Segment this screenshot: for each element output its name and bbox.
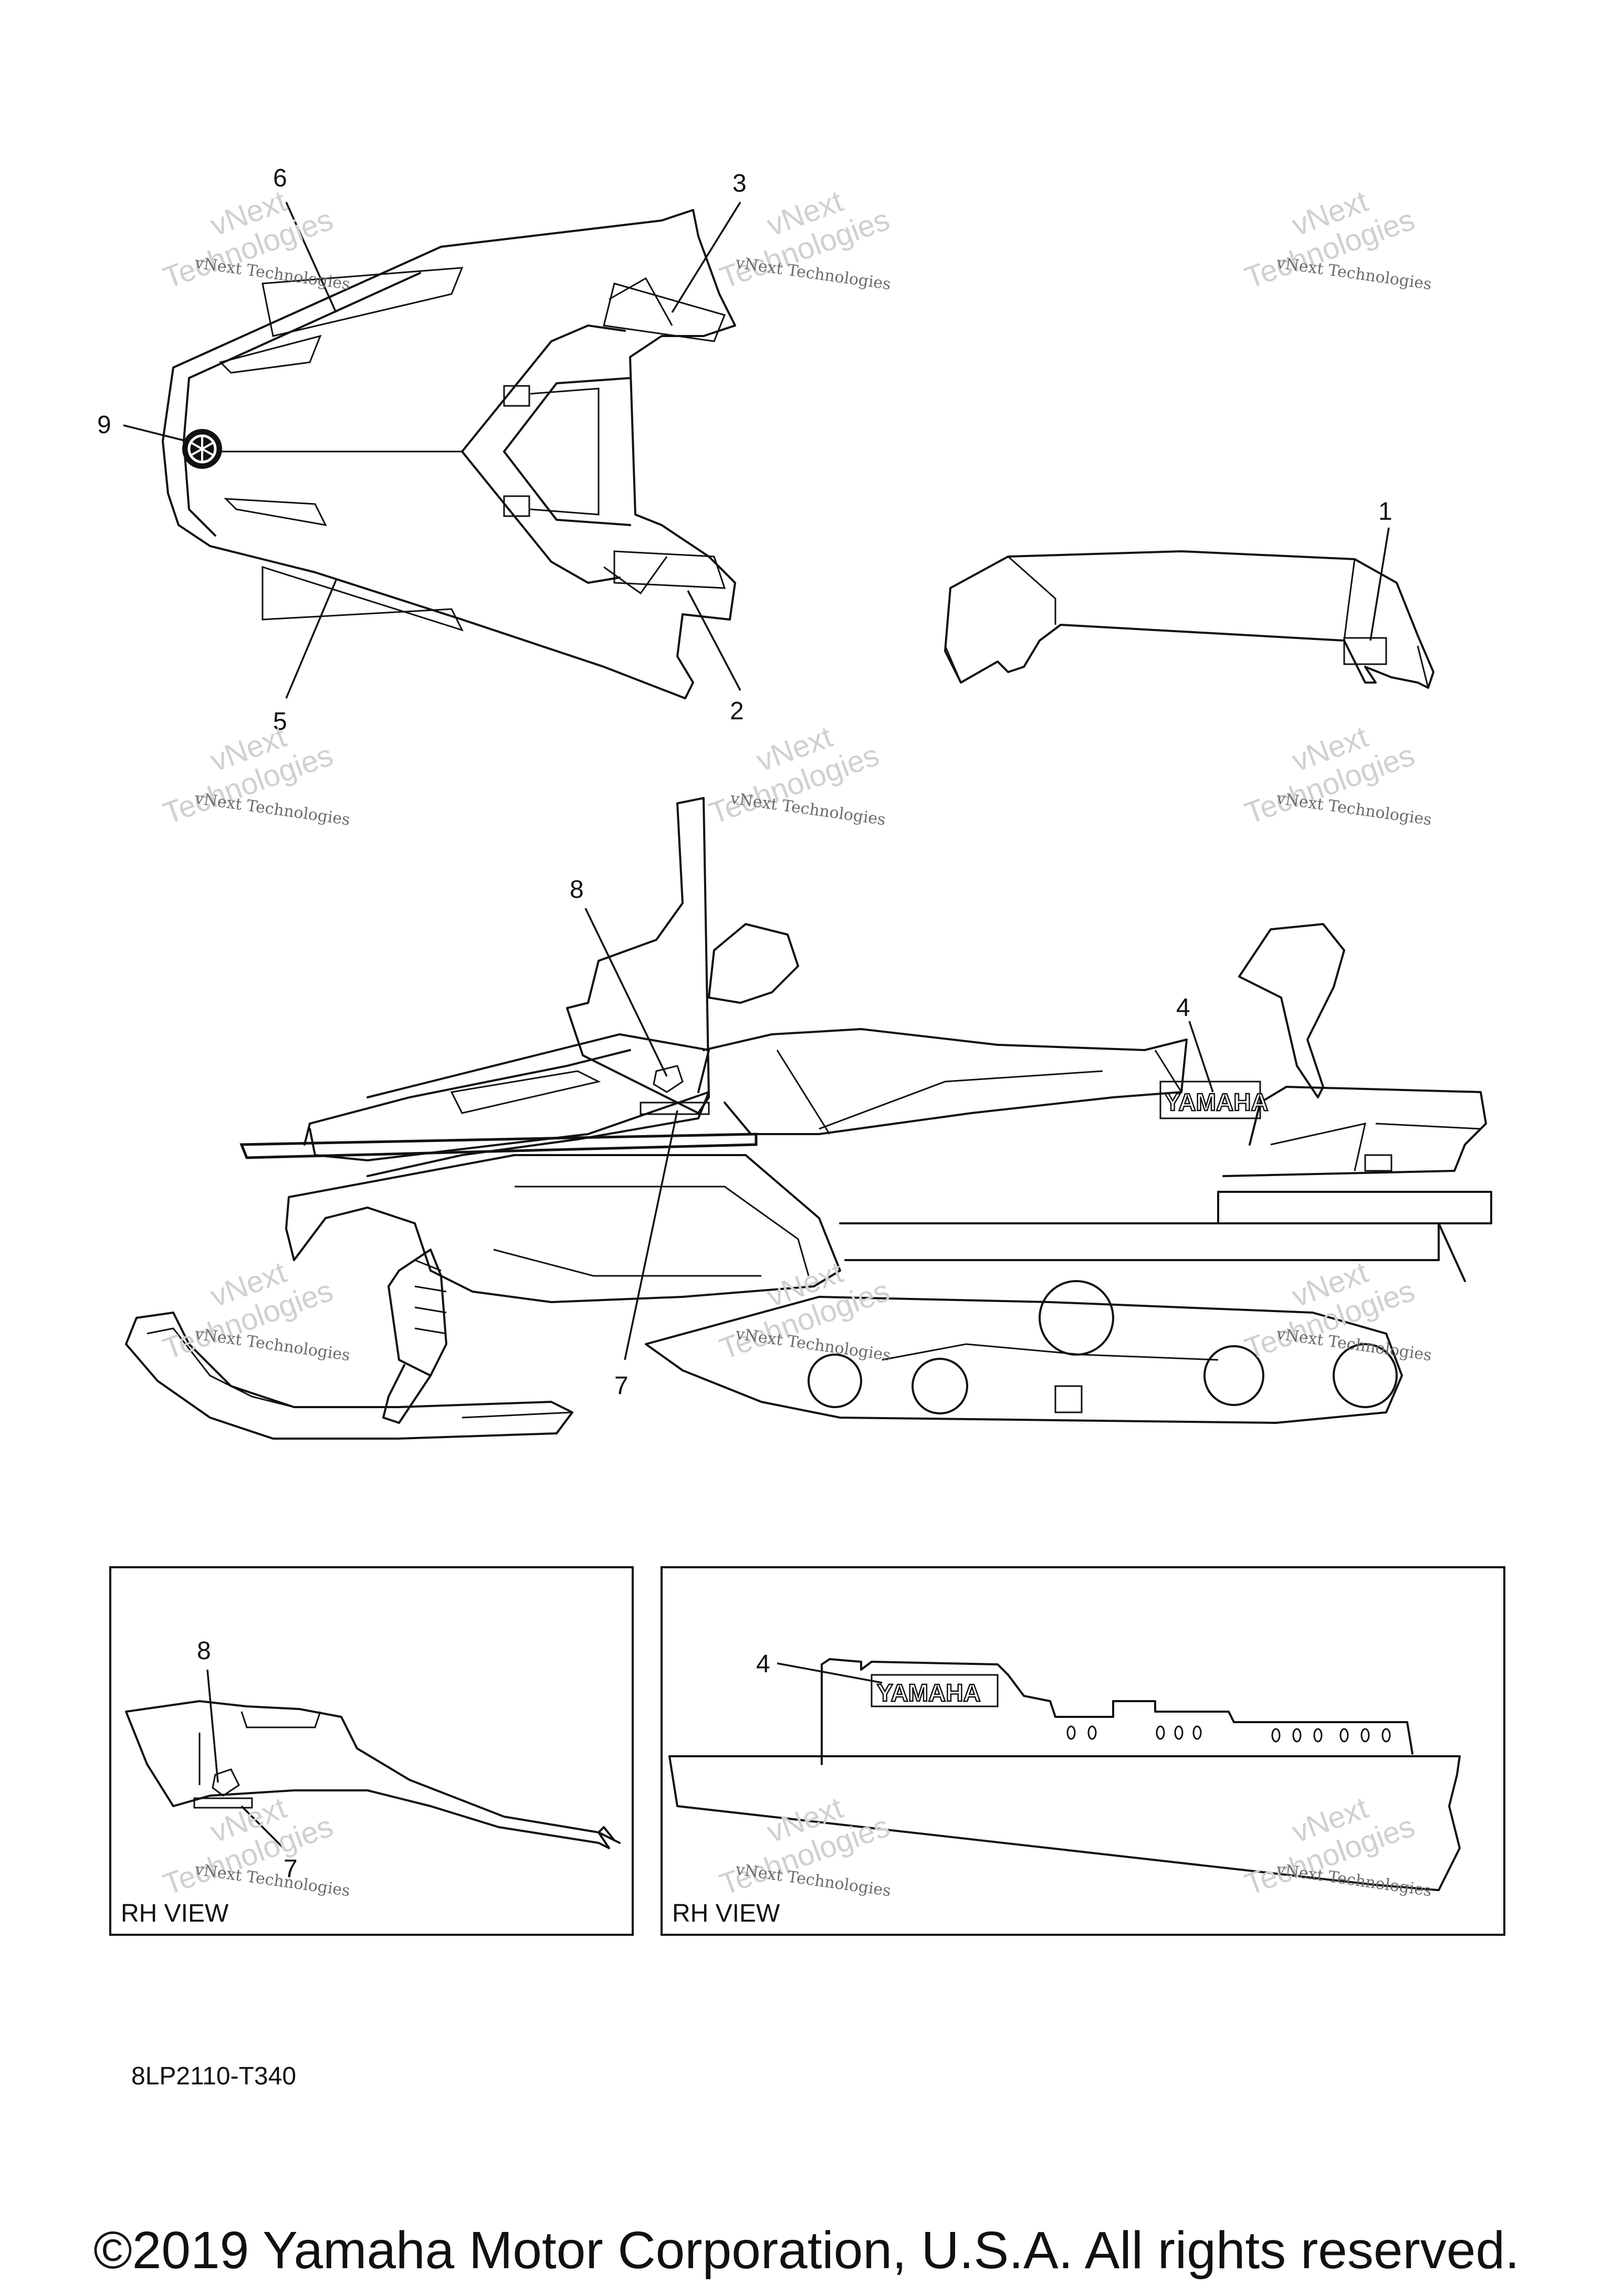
diagram-code: 8LP2110-T340 xyxy=(131,2062,296,2090)
watermark-11: vNext Technologies vNext Technologies xyxy=(715,1790,894,1902)
callout-3: 3 xyxy=(732,170,747,197)
svg-text:vNext Technologies: vNext Technologies xyxy=(193,789,351,829)
svg-text:vNext Technologies: vNext Technologies xyxy=(193,254,351,293)
watermark-4: vNext Technologies vNext Technologies xyxy=(159,719,351,831)
callout-5: 5 xyxy=(273,708,287,736)
callout-7: 7 xyxy=(614,1372,629,1400)
callout-6: 6 xyxy=(273,164,287,192)
callout-4: 4 xyxy=(1176,994,1190,1022)
svg-text:vNext Technologies: vNext Technologies xyxy=(193,1325,351,1365)
top-view-callouts: 6 3 9 5 2 xyxy=(97,164,747,736)
inset-left-callouts: 8 7 xyxy=(197,1637,298,1883)
watermark-1: vNext Technologies vNext Technologies xyxy=(159,184,351,295)
watermark-6: vNext Technologies vNext Technologies xyxy=(1240,719,1433,831)
callout-2: 2 xyxy=(730,697,744,725)
svg-text:vNext Technologies: vNext Technologies xyxy=(1275,1860,1433,1900)
inset-yamaha-decal: YAMAHA xyxy=(877,1679,981,1706)
side-yamaha-decal: YAMAHA xyxy=(1165,1088,1269,1116)
watermark-8: vNext Technologies vNext Technologies xyxy=(715,1255,894,1366)
watermark-3: vNext Technologies vNext Technologies xyxy=(1240,184,1433,295)
inset-right: YAMAHA xyxy=(661,1566,1505,1936)
watermark-7: vNext Technologies vNext Technologies xyxy=(159,1255,351,1366)
watermark-10: vNext Technologies vNext Technologies xyxy=(159,1790,351,1902)
callout-9: 9 xyxy=(97,411,111,439)
watermark-2: vNext Technologies vNext Technologies xyxy=(715,184,894,295)
watermark-12: vNext Technologies vNext Technologies xyxy=(1240,1790,1433,1902)
callout-8: 8 xyxy=(570,876,584,904)
copyright-notice: ©2019 Yamaha Motor Corporation, U.S.A. A… xyxy=(93,2221,1520,2280)
inset-right-label: RH VIEW xyxy=(672,1900,780,1927)
inset-right-callouts: 4 xyxy=(756,1650,883,1684)
callout-1: 1 xyxy=(1378,498,1392,526)
inset-callout-4: 4 xyxy=(756,1650,770,1678)
svg-text:vNext Technologies: vNext Technologies xyxy=(1275,789,1433,829)
top-view-cowl xyxy=(162,209,736,699)
rear-view-callouts: 1 xyxy=(1369,498,1392,641)
side-view-callouts: 8 4 7 xyxy=(570,876,1214,1400)
rear-view-panel xyxy=(944,550,1434,689)
svg-text:vNext Technologies: vNext Technologies xyxy=(1275,1325,1433,1365)
inset-callout-8: 8 xyxy=(197,1637,211,1665)
inset-left xyxy=(109,1566,634,1936)
inset-left-label: RH VIEW xyxy=(121,1900,229,1927)
inset-callout-7: 7 xyxy=(284,1855,298,1883)
watermark-5: vNext Technologies vNext Technologies xyxy=(705,719,887,831)
svg-text:vNext Technologies: vNext Technologies xyxy=(193,1860,351,1900)
side-view-snowmobile: YAMAHA xyxy=(125,797,1492,1440)
svg-text:vNext Technologies: vNext Technologies xyxy=(1275,254,1433,293)
